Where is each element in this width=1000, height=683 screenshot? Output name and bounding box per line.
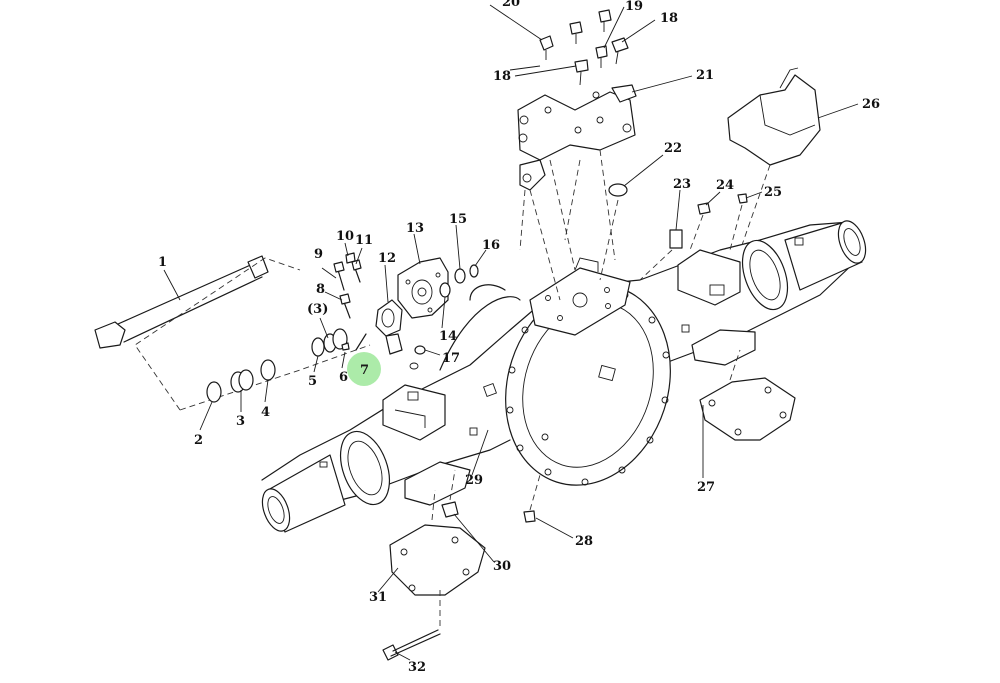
part-2-washer (206, 381, 222, 403)
label-18a[interactable]: 18 (493, 69, 511, 84)
part-25-nut (737, 193, 748, 204)
part-3-bushing (230, 369, 254, 393)
label-25[interactable]: 25 (764, 185, 782, 200)
label-18b[interactable]: 18 (660, 11, 678, 26)
label-32[interactable]: 32 (408, 660, 426, 675)
camshaft-group-outline (134, 257, 301, 411)
label-22[interactable]: 22 (664, 141, 682, 156)
label-29[interactable]: 29 (465, 473, 483, 488)
highlight-marker[interactable] (347, 352, 381, 386)
part-11-bolt (351, 259, 362, 283)
label-4[interactable]: 4 (261, 405, 270, 420)
part-7-pin (355, 333, 367, 351)
label-31[interactable]: 31 (369, 590, 387, 605)
label-20[interactable]: 20 (502, 0, 520, 10)
part-5-seals (311, 328, 348, 357)
part-6-fitting (341, 342, 350, 351)
part-16-clip (469, 264, 479, 278)
label-24[interactable]: 24 (716, 178, 734, 193)
part-14-ring (439, 282, 451, 298)
label-5[interactable]: 5 (308, 374, 317, 389)
label-14[interactable]: 14 (439, 329, 457, 344)
label-7[interactable]: 7 (360, 363, 369, 378)
label-1[interactable]: 1 (158, 255, 167, 270)
label-26[interactable]: 26 (862, 97, 880, 112)
label-3-paren[interactable]: (3) (307, 302, 328, 317)
label-13[interactable]: 13 (406, 221, 424, 236)
assembly-lines (431, 149, 771, 628)
part-30-nut (441, 501, 459, 518)
part-24-pin (697, 202, 711, 215)
top-bolts (539, 9, 629, 86)
part-4-ring (260, 359, 276, 381)
part-27-bracket (699, 377, 796, 441)
part-8-bolt (339, 293, 351, 319)
label-8[interactable]: 8 (316, 282, 325, 297)
axle-housing (261, 220, 867, 533)
part-17-nut (414, 345, 426, 355)
callout-labels: 1 2 3 4 5 6 7 8 9 10 11 12 13 14 15 16 1… (158, 0, 880, 675)
label-10[interactable]: 10 (336, 229, 354, 244)
label-9[interactable]: 9 (314, 247, 323, 262)
part-1-camshaft (94, 255, 269, 349)
label-2[interactable]: 2 (194, 433, 203, 448)
label-12[interactable]: 12 (378, 251, 396, 266)
part-28-nut (523, 510, 536, 523)
part-13-bracket (397, 257, 449, 319)
part-15-washer (454, 268, 466, 284)
label-3[interactable]: 3 (236, 414, 245, 429)
label-23[interactable]: 23 (673, 177, 691, 192)
label-11[interactable]: 11 (355, 233, 373, 248)
leader-lines (163, 4, 859, 661)
label-19[interactable]: 19 (625, 0, 643, 14)
label-6[interactable]: 6 (339, 370, 348, 385)
part-32-bolt (382, 629, 441, 661)
part-9-bolt (333, 261, 345, 291)
part-23-pin (669, 229, 683, 249)
label-21[interactable]: 21 (696, 68, 714, 83)
label-15[interactable]: 15 (449, 212, 467, 227)
label-17[interactable]: 17 (442, 351, 460, 366)
label-16[interactable]: 16 (482, 238, 500, 253)
part-22-bushing (608, 183, 628, 197)
label-28[interactable]: 28 (575, 534, 593, 549)
label-27[interactable]: 27 (697, 480, 715, 495)
label-30[interactable]: 30 (493, 559, 511, 574)
part-12-slack-adjuster (375, 299, 403, 355)
part-26-bracket (727, 67, 821, 166)
part-31-bracket (389, 524, 486, 596)
upper-bracket (517, 84, 637, 191)
